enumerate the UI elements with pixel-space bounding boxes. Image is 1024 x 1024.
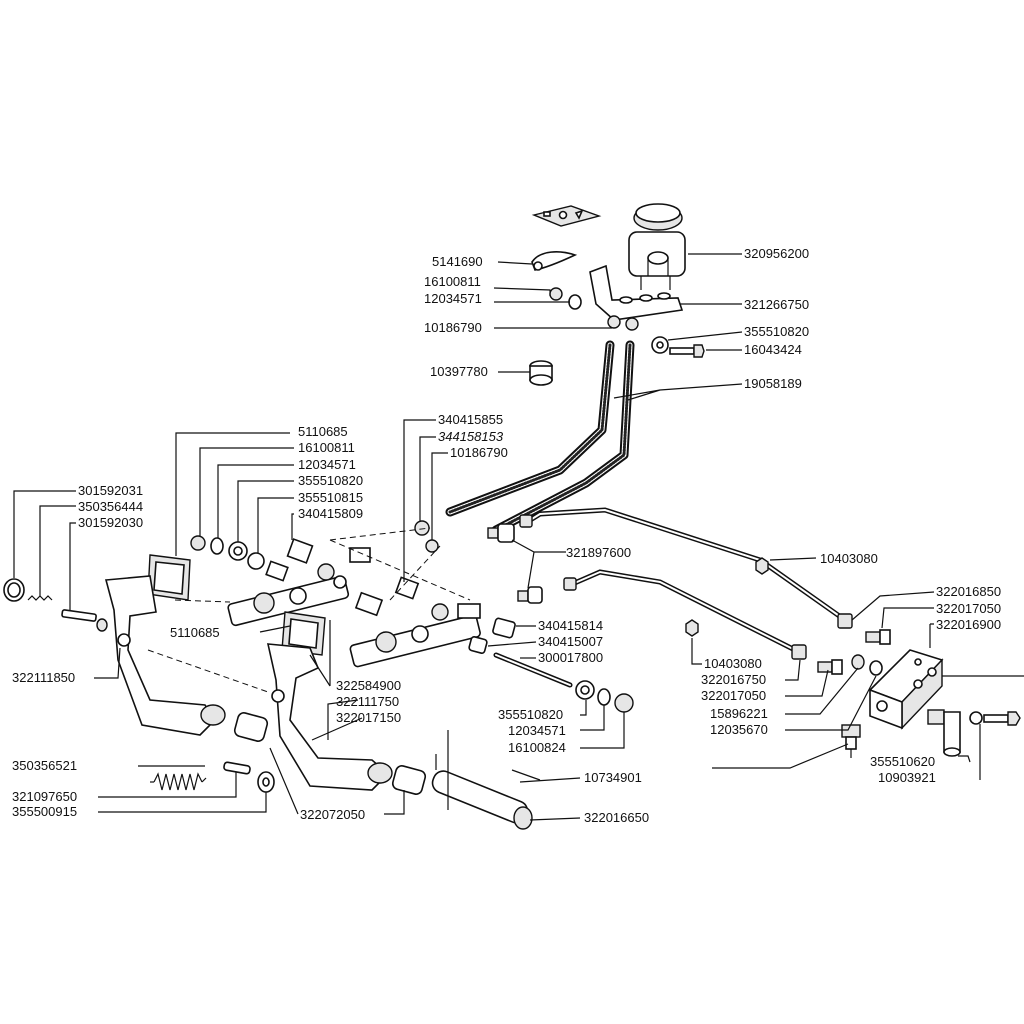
nut-washer-top bbox=[549, 287, 669, 354]
label-19058189: 19058189 bbox=[744, 376, 802, 391]
bushings-middle bbox=[468, 617, 634, 713]
label-320956200: 320956200 bbox=[744, 246, 809, 261]
label-340415007: 340415007 bbox=[538, 634, 603, 649]
label-10186790-mid: 10186790 bbox=[450, 445, 508, 460]
label-301592031: 301592031 bbox=[78, 483, 143, 498]
reservoir-hoses bbox=[445, 340, 635, 535]
label-5110685-upper: 5110685 bbox=[298, 424, 348, 439]
label-16100811-top: 16100811 bbox=[424, 274, 481, 289]
label-350356444: 350356444 bbox=[78, 499, 143, 514]
master-cylinder-upper bbox=[227, 547, 371, 627]
label-322016850: 322016850 bbox=[936, 584, 1001, 599]
label-340415814: 340415814 bbox=[538, 618, 603, 633]
label-350356521: 350356521 bbox=[12, 758, 77, 773]
label-322016750: 322016750 bbox=[701, 672, 766, 687]
bolt-16043424 bbox=[669, 344, 705, 358]
circlip-spring-pin bbox=[3, 578, 108, 632]
clutch-pedal bbox=[104, 575, 226, 736]
label-322111850: 322111850 bbox=[12, 670, 75, 685]
label-12034571-left: 12034571 bbox=[298, 457, 356, 472]
label-5110685-lower: 5110685 bbox=[170, 625, 220, 640]
label-12034571-lower: 12034571 bbox=[508, 723, 566, 738]
pedal-pad-left bbox=[147, 554, 191, 601]
pedal-shaft bbox=[431, 754, 541, 830]
bolt-10903921 bbox=[969, 711, 1021, 726]
grommet bbox=[529, 360, 553, 386]
label-340415809: 340415809 bbox=[298, 506, 363, 521]
label-10903921: 10903921 bbox=[878, 770, 936, 785]
label-355510820-lower: 355510820 bbox=[498, 707, 563, 722]
pressure-switch bbox=[841, 724, 861, 758]
label-301592030: 301592030 bbox=[78, 515, 143, 530]
label-322016900: 322016900 bbox=[936, 617, 1001, 632]
label-355500915: 355500915 bbox=[12, 804, 77, 819]
label-10734901: 10734901 bbox=[584, 770, 642, 785]
part-number-labels: 5141690 16100811 12034571 10186790 32095… bbox=[12, 246, 1001, 825]
label-10403080-upper: 10403080 bbox=[820, 551, 878, 566]
label-344158153: 344158153 bbox=[438, 429, 504, 444]
label-322584900: 322584900 bbox=[336, 678, 401, 693]
label-322017050-lower: 322017050 bbox=[701, 688, 766, 703]
label-321266750: 321266750 bbox=[744, 297, 809, 312]
label-321897600: 321897600 bbox=[566, 545, 631, 560]
distribution-block bbox=[868, 649, 944, 730]
label-322017050-right: 322017050 bbox=[936, 601, 1001, 616]
label-12035670: 12035670 bbox=[710, 722, 768, 737]
label-10397780: 10397780 bbox=[430, 364, 488, 379]
label-15896221: 15896221 bbox=[710, 706, 768, 721]
label-300017800: 300017800 bbox=[538, 650, 603, 665]
label-355510620: 355510620 bbox=[870, 754, 935, 769]
label-10186790-top: 10186790 bbox=[424, 320, 482, 335]
label-16100811-left: 16100811 bbox=[298, 440, 355, 455]
reservoir-cover-plate bbox=[531, 205, 602, 227]
label-355510820-left: 355510820 bbox=[298, 473, 363, 488]
label-355510820-top: 355510820 bbox=[744, 324, 809, 339]
fluid-reservoir bbox=[628, 203, 686, 290]
label-340415855: 340415855 bbox=[438, 412, 503, 427]
label-322072050: 322072050 bbox=[300, 807, 365, 822]
label-12034571-top: 12034571 bbox=[424, 291, 482, 306]
block-adapters bbox=[817, 629, 891, 676]
label-322111750: 322111750 bbox=[336, 694, 399, 709]
reference-dashes bbox=[147, 527, 471, 693]
label-16043424: 16043424 bbox=[744, 342, 802, 357]
elbow-fitting bbox=[927, 709, 961, 757]
label-321097650: 321097650 bbox=[12, 789, 77, 804]
nut-10403080 bbox=[685, 557, 769, 637]
label-355510815: 355510815 bbox=[298, 490, 363, 505]
leader-lines bbox=[13, 253, 1024, 821]
label-16100824: 16100824 bbox=[508, 740, 566, 755]
brake-pipes bbox=[519, 507, 853, 660]
label-322017150: 322017150 bbox=[336, 710, 401, 725]
spring-clip bbox=[531, 251, 578, 271]
pedal-pad-right bbox=[281, 611, 326, 656]
label-5141690: 5141690 bbox=[432, 254, 483, 269]
washer-stack-left bbox=[190, 520, 439, 617]
return-spring bbox=[150, 772, 207, 791]
bushings-lower bbox=[223, 712, 427, 795]
label-322016650: 322016650 bbox=[584, 810, 649, 825]
label-10403080-lower: 10403080 bbox=[704, 656, 762, 671]
union-fittings bbox=[487, 523, 543, 604]
master-cylinder-lower bbox=[349, 603, 481, 668]
